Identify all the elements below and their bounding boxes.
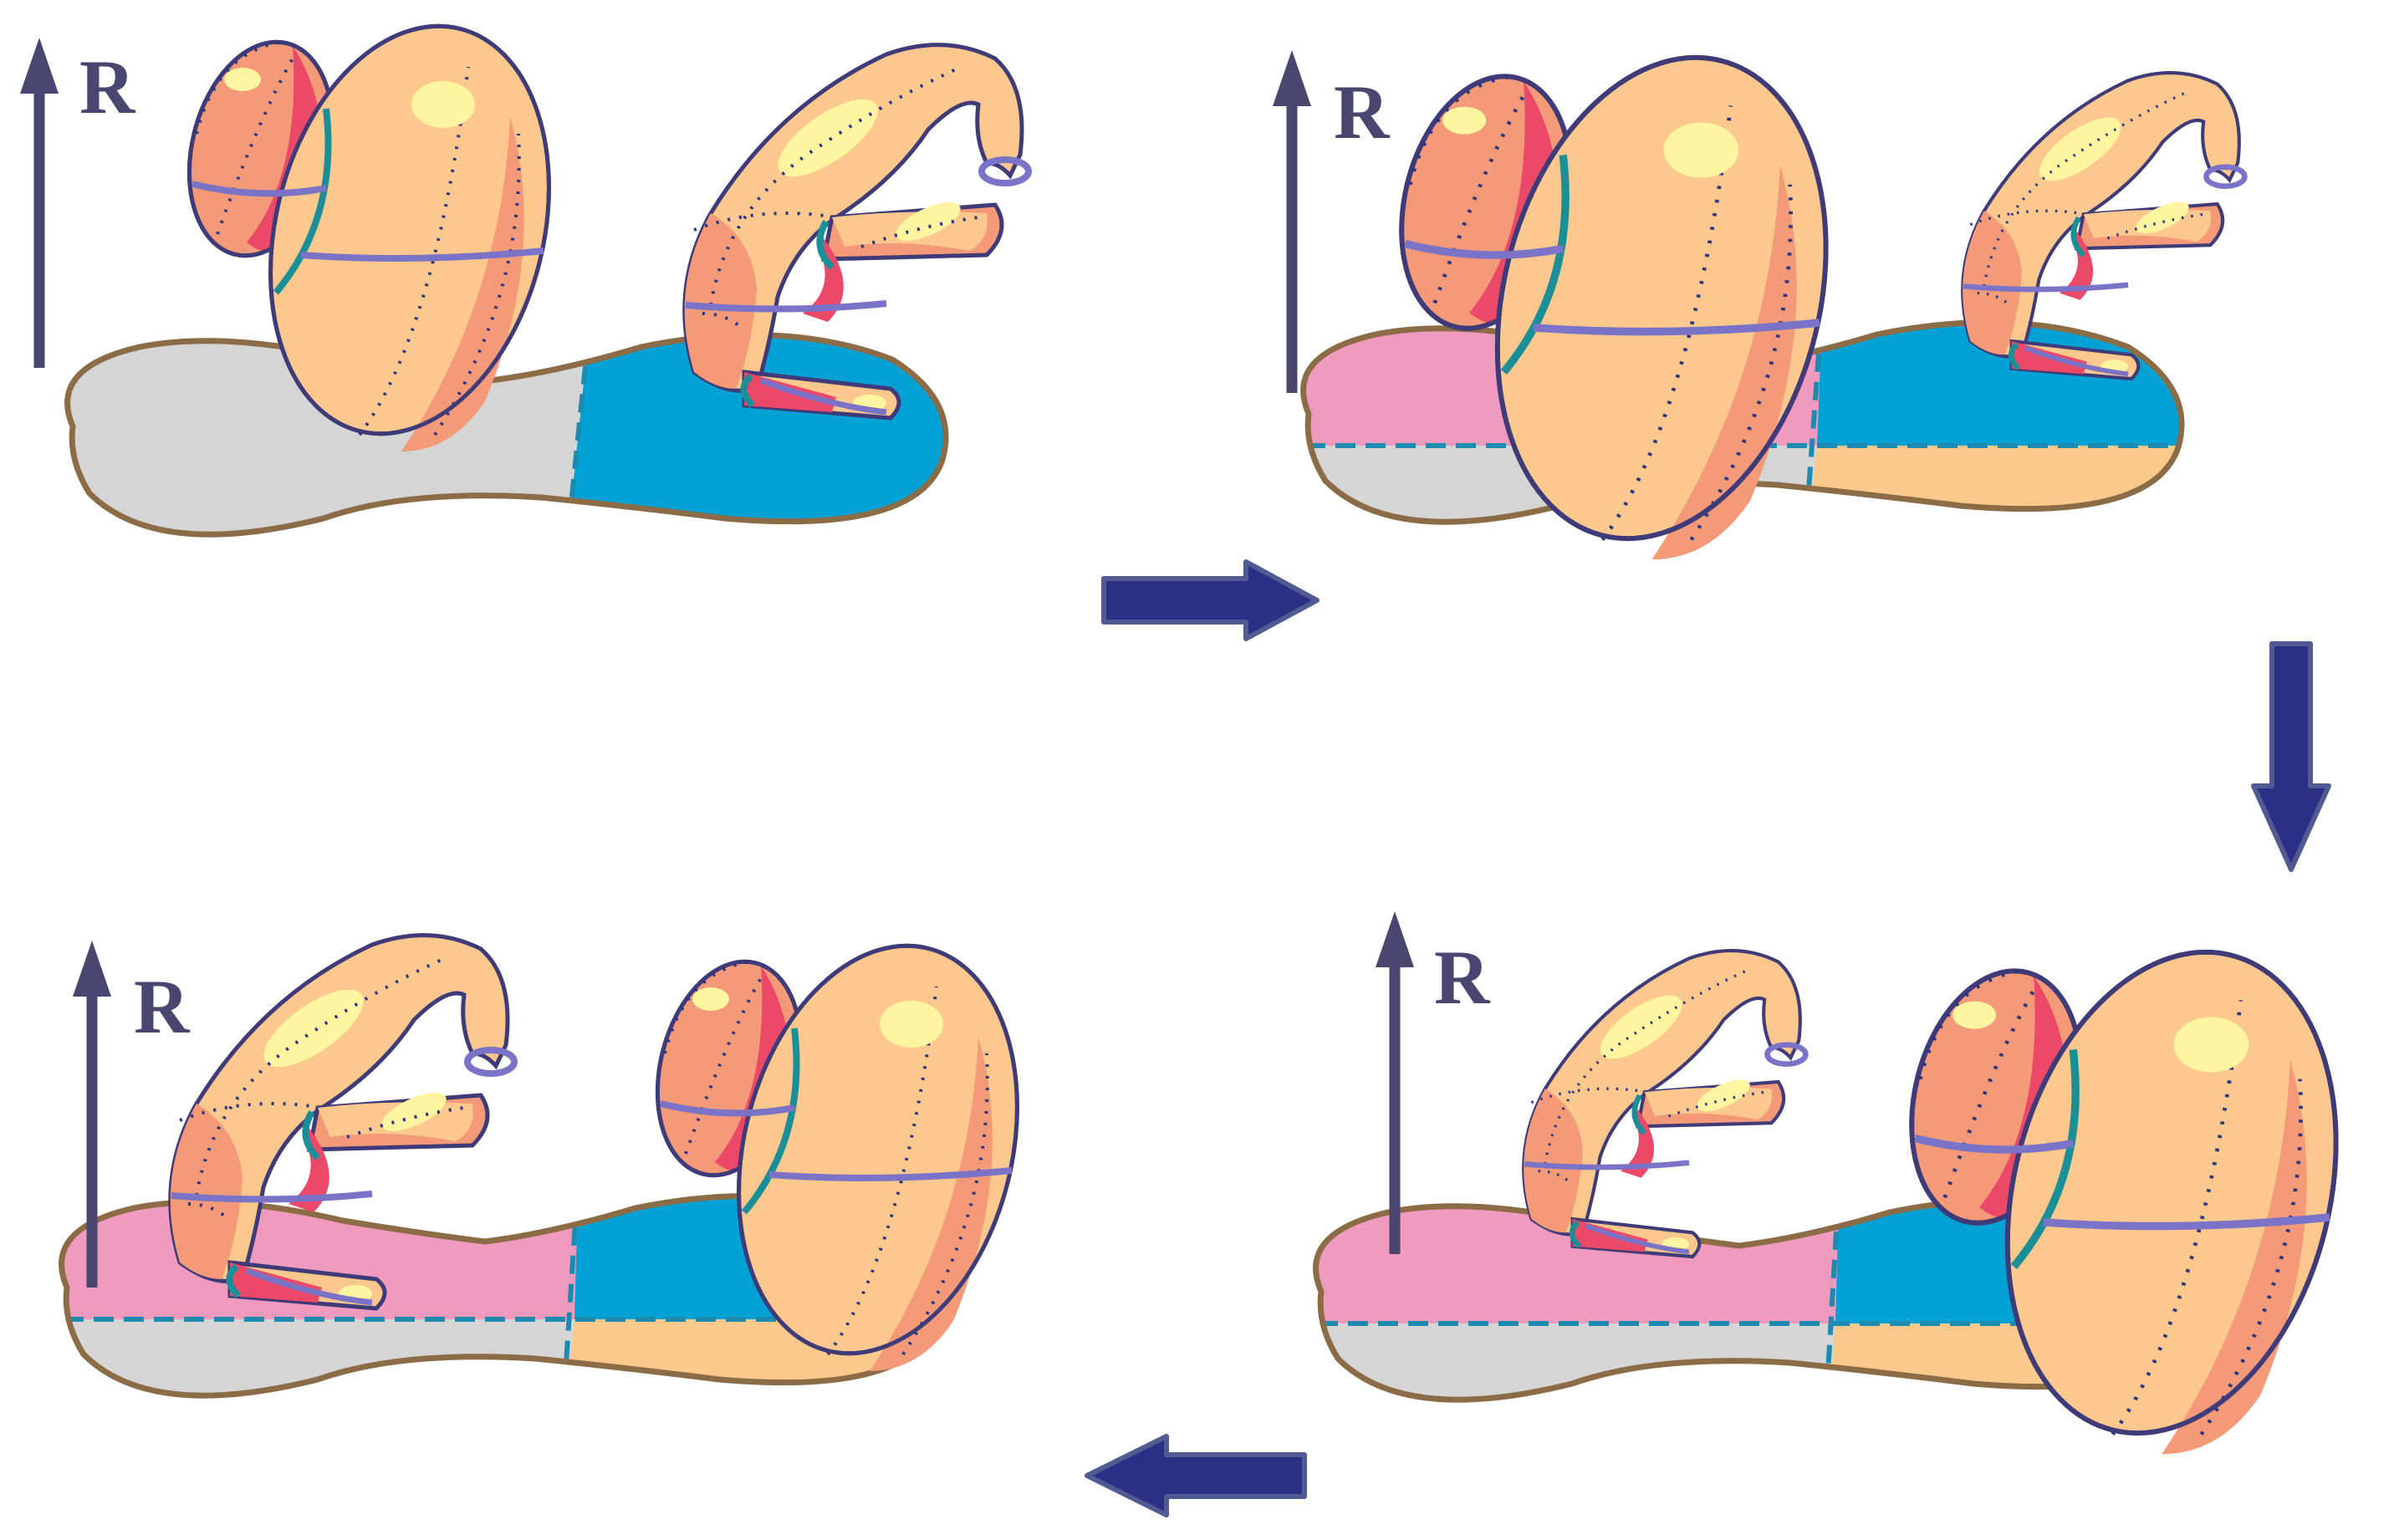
- flow-arrow-down: [2251, 641, 2331, 872]
- axis-label-r: R: [79, 44, 136, 130]
- chamber-lobes: [1886, 917, 2384, 1468]
- coiled-tube: [1963, 73, 2244, 379]
- axis-arrow-r: [20, 38, 59, 368]
- axis-label-r: R: [134, 964, 191, 1049]
- flow-arrow-right: [1101, 559, 1320, 641]
- axis-label-r: R: [1334, 69, 1391, 155]
- panel-4: R: [59, 916, 1058, 1399]
- coiled-tube: [1524, 951, 1805, 1257]
- axis-arrow-r: [1376, 911, 1414, 1254]
- axis-label-r: R: [1434, 935, 1491, 1020]
- axis-arrow-r: [1273, 50, 1311, 393]
- panel-1: R: [20, 0, 1029, 538]
- axis-arrow-r: [73, 941, 111, 1288]
- panel-3: R: [1313, 911, 2384, 1468]
- panel-2: R: [1273, 23, 2244, 581]
- flow-arrow-left: [1085, 1434, 1307, 1517]
